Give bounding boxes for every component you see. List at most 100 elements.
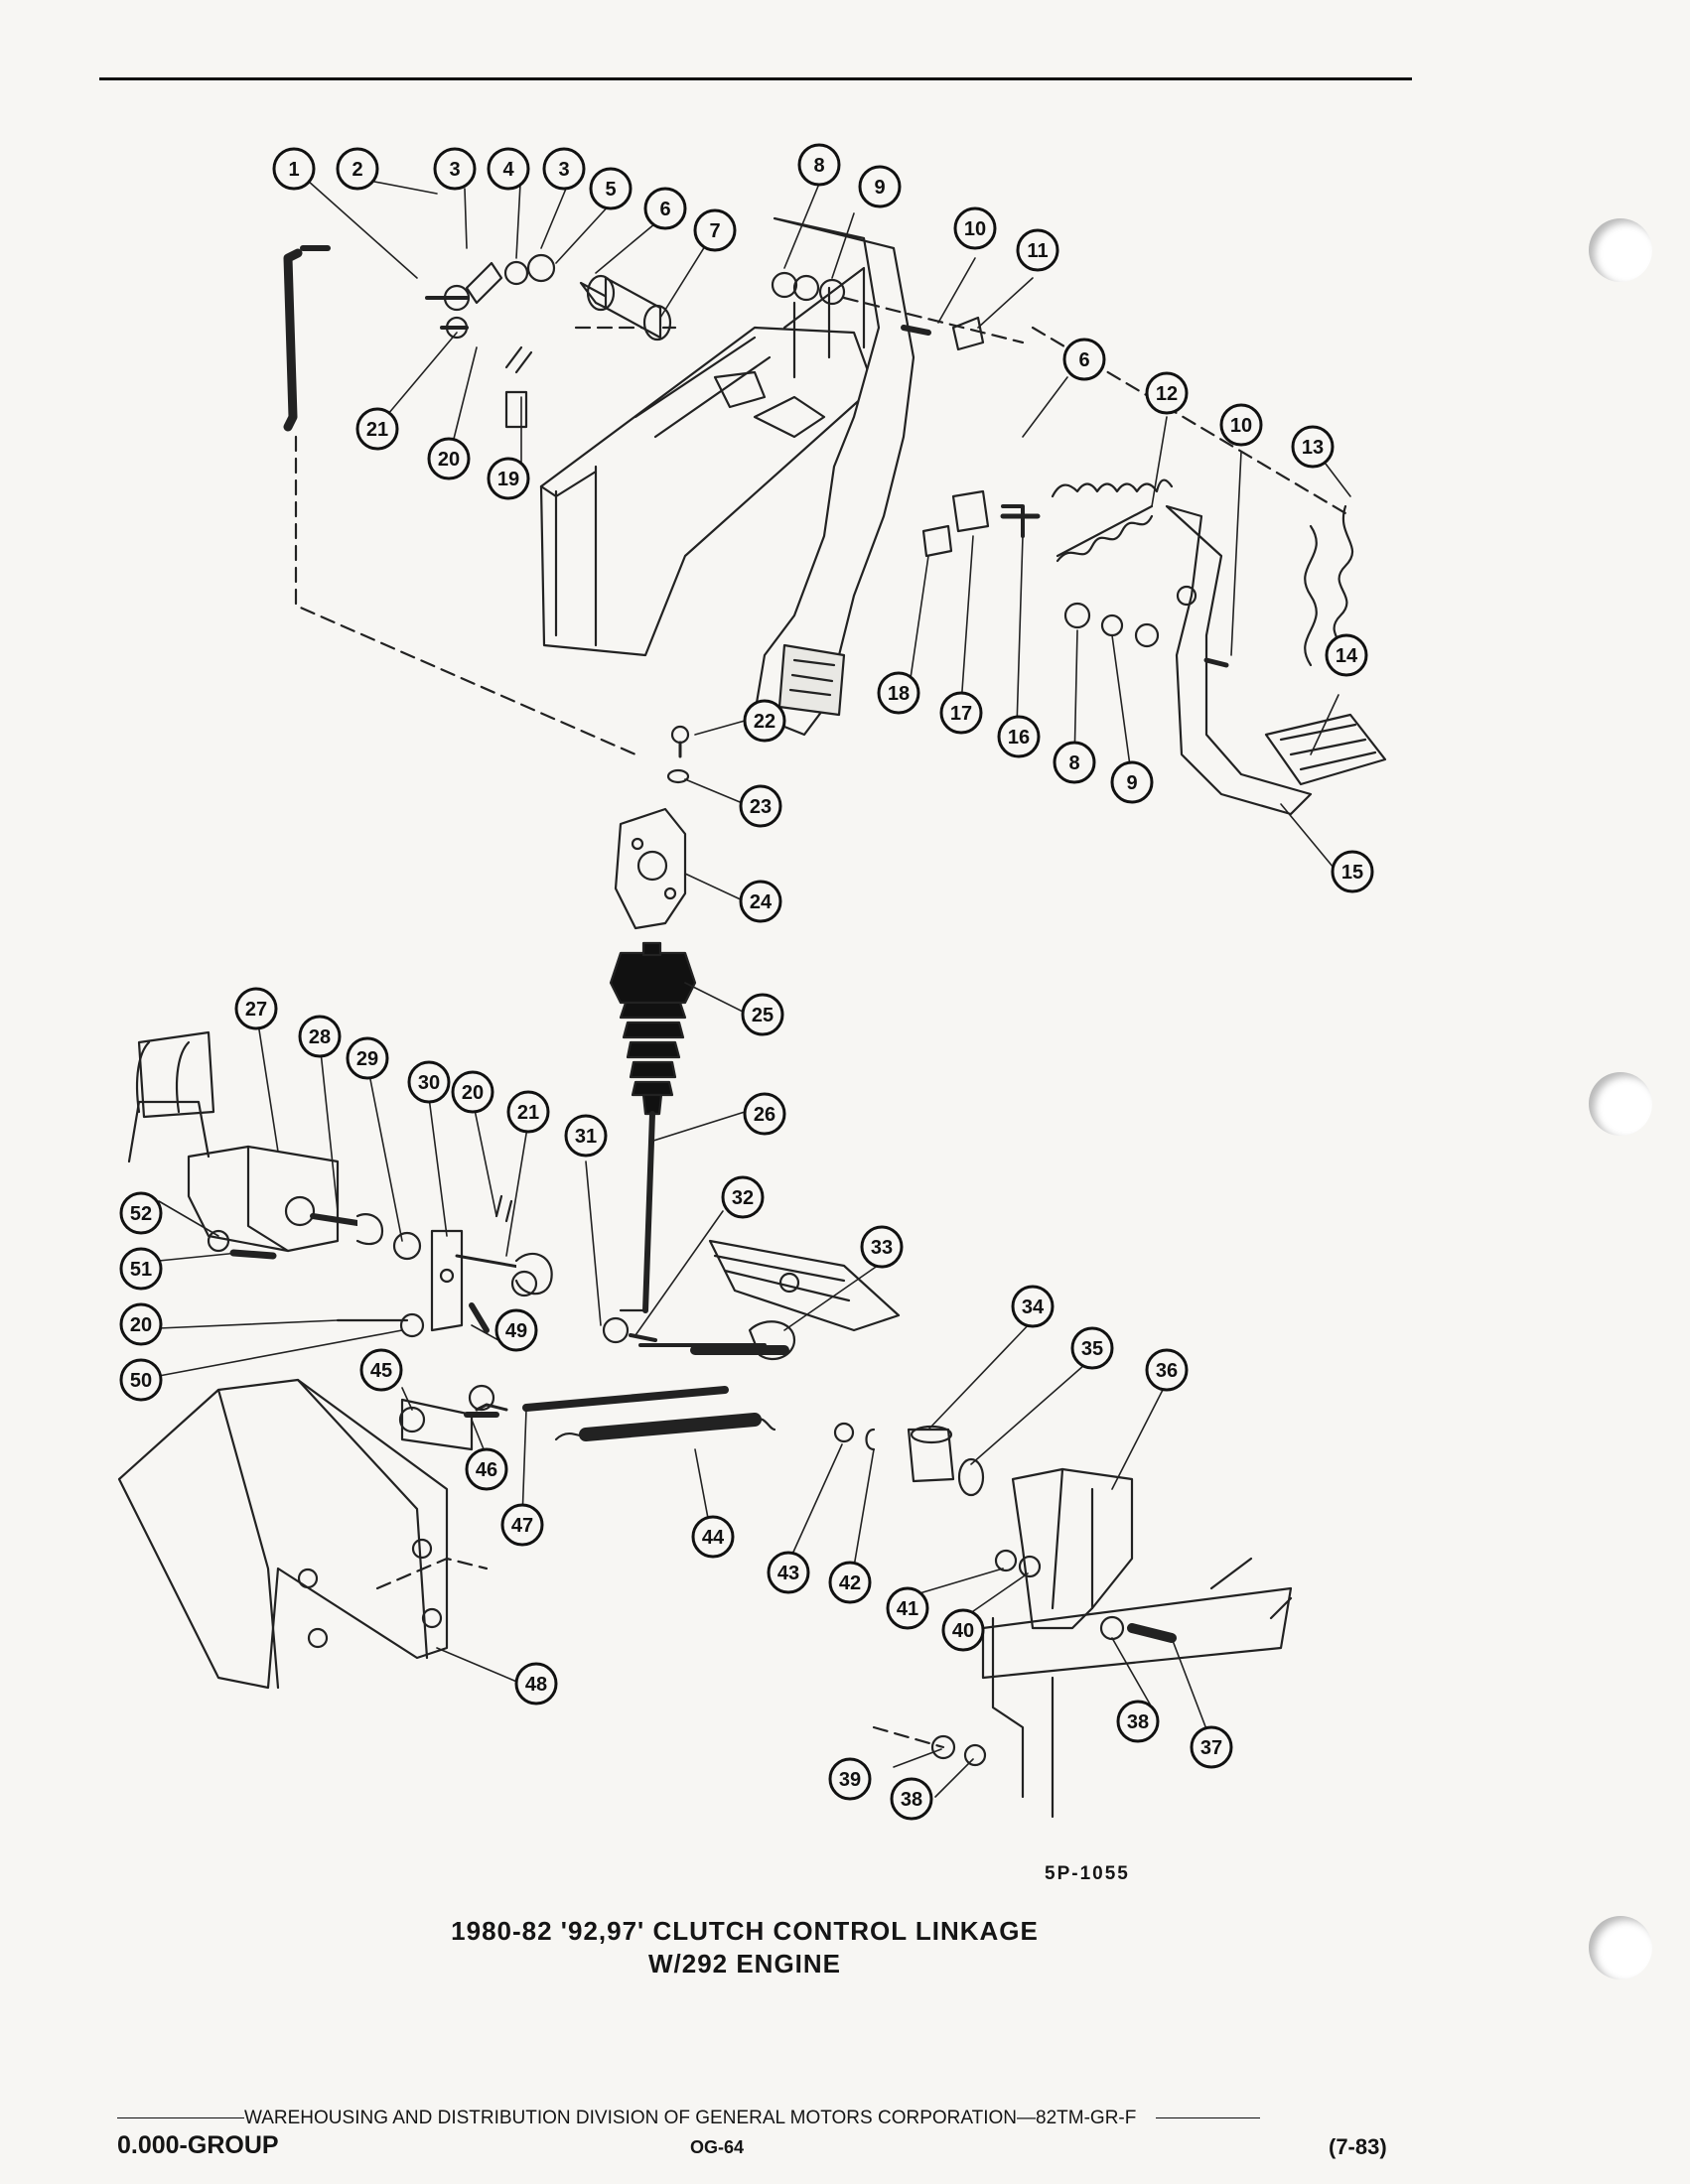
binder-hole	[1589, 1072, 1652, 1136]
callout-20: 20	[451, 1070, 494, 1114]
callout-19: 19	[487, 457, 530, 500]
callout-6: 6	[1062, 338, 1106, 381]
callout-15: 15	[1331, 850, 1374, 893]
callout-51: 51	[119, 1247, 163, 1291]
callout-43: 43	[767, 1551, 810, 1594]
callout-29: 29	[346, 1036, 389, 1080]
callout-9: 9	[1110, 760, 1154, 804]
callout-number: 13	[1302, 437, 1324, 459]
callout-number: 3	[449, 159, 460, 181]
callout-number: 7	[709, 220, 720, 242]
callout-circle	[886, 1586, 929, 1630]
callout-number: 10	[1230, 415, 1252, 437]
callout-number: 48	[525, 1674, 547, 1696]
callout-circle	[494, 1308, 538, 1352]
callout-number: 40	[952, 1620, 974, 1642]
callout-number: 28	[309, 1026, 331, 1048]
callout-circle	[721, 1175, 765, 1219]
callout-32: 32	[721, 1175, 765, 1219]
clutch-pedal-arm	[753, 216, 915, 737]
callout-circle	[939, 691, 983, 735]
callout-6: 6	[643, 187, 687, 230]
binder-hole	[1589, 1916, 1652, 1979]
callout-circle	[119, 1302, 163, 1346]
footer-publisher: WAREHOUSING AND DISTRIBUTION DIVISION OF…	[117, 2108, 1260, 2129]
callout-number: 19	[497, 469, 519, 490]
callout-circle	[743, 699, 786, 743]
callout-circle	[119, 1247, 163, 1291]
callout-24: 24	[739, 880, 782, 923]
callout-28: 28	[298, 1015, 342, 1058]
clutch-rod	[283, 248, 303, 432]
callout-17: 17	[939, 691, 983, 735]
callout-circle	[1145, 371, 1189, 415]
callout-number: 21	[366, 419, 388, 441]
callout-number: 6	[1078, 349, 1089, 371]
callout-circle	[1053, 741, 1096, 784]
callout-36: 36	[1145, 1348, 1189, 1392]
callout-23: 23	[739, 784, 782, 828]
callout-14: 14	[1325, 633, 1368, 677]
callout-number: 2	[352, 159, 362, 181]
callout-circle	[767, 1551, 810, 1594]
callout-circle	[487, 147, 530, 191]
callout-21: 21	[506, 1090, 550, 1134]
callout-44: 44	[691, 1515, 735, 1559]
callout-number: 41	[897, 1598, 918, 1620]
callout-circle	[691, 1515, 735, 1559]
callout-number: 8	[813, 155, 824, 177]
callout-number: 20	[438, 449, 460, 471]
callout-number: 12	[1156, 383, 1178, 405]
callout-circle	[1145, 1348, 1189, 1392]
callout-number: 9	[874, 177, 885, 199]
callout-number: 51	[130, 1259, 152, 1281]
callout-number: 21	[517, 1102, 539, 1124]
callout-20: 20	[119, 1302, 163, 1346]
callout-number: 46	[476, 1459, 497, 1481]
footer-rule-right	[1155, 2117, 1260, 2119]
callout-circle	[890, 1777, 933, 1821]
callout-3: 3	[542, 147, 586, 191]
figure-code: 5P-1055	[1045, 1863, 1130, 1884]
callout-48: 48	[514, 1662, 558, 1706]
callout-circle	[743, 1092, 786, 1136]
callout-33: 33	[860, 1225, 904, 1269]
callout-circle	[828, 1757, 872, 1801]
binder-hole	[1589, 218, 1652, 282]
callout-12: 12	[1145, 371, 1189, 415]
callout-52: 52	[119, 1191, 163, 1235]
callout-circle	[234, 987, 278, 1030]
callout-31: 31	[564, 1114, 608, 1158]
callout-37: 37	[1190, 1725, 1233, 1769]
callout-number: 22	[754, 711, 775, 733]
callout-10: 10	[953, 206, 997, 250]
callout-number: 18	[888, 683, 910, 705]
callout-number: 9	[1126, 772, 1137, 794]
callout-number: 50	[130, 1370, 152, 1392]
caption-title: 1980-82 '92,97' CLUTCH CONTROL LINKAGE	[451, 1916, 1039, 1946]
callout-26: 26	[743, 1092, 786, 1136]
callout-number: 24	[750, 891, 773, 913]
callout-number: 1	[288, 159, 299, 181]
callout-47: 47	[500, 1503, 544, 1547]
callout-circle	[941, 1608, 985, 1652]
callout-35: 35	[1070, 1326, 1114, 1370]
callout-38: 38	[890, 1777, 933, 1821]
callout-number: 33	[871, 1237, 893, 1259]
callout-number: 29	[356, 1048, 378, 1070]
callout-50: 50	[119, 1358, 163, 1402]
callout-13: 13	[1291, 425, 1335, 469]
callout-circle	[1016, 228, 1059, 272]
callout-circle	[272, 147, 316, 191]
callout-40: 40	[941, 1608, 985, 1652]
callout-circle	[542, 147, 586, 191]
callout-49: 49	[494, 1308, 538, 1352]
callout-circle	[1190, 1725, 1233, 1769]
callout-circle	[828, 1561, 872, 1604]
callout-number: 3	[558, 159, 569, 181]
footer-publisher-text: WAREHOUSING AND DISTRIBUTION DIVISION OF…	[244, 2108, 1137, 2128]
callout-circle	[858, 165, 902, 208]
callout-number: 27	[245, 999, 267, 1021]
callout-circle	[739, 880, 782, 923]
